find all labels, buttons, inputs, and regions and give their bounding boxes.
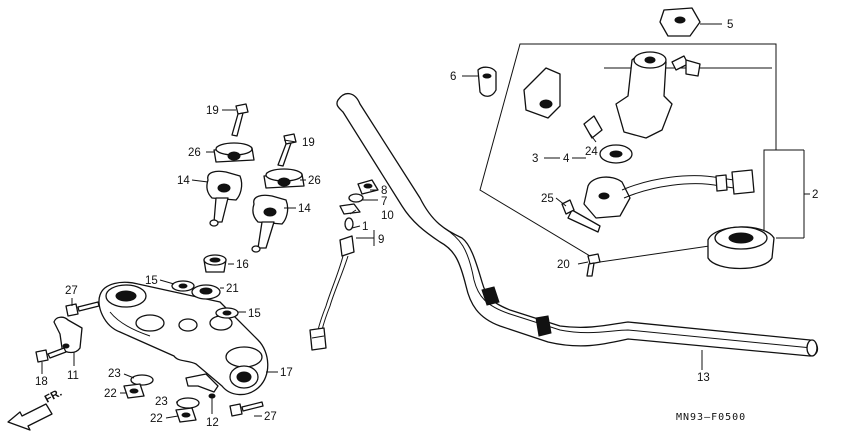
washer-15-left bbox=[171, 280, 195, 292]
bolt-19-right bbox=[277, 133, 297, 167]
cover-bracket bbox=[523, 67, 561, 119]
callout-25: 25 bbox=[541, 193, 554, 205]
callout-18: 20 bbox=[557, 259, 570, 271]
clamp-12 bbox=[185, 373, 219, 399]
handlebar bbox=[336, 93, 819, 357]
callout-22-right: 22 bbox=[150, 413, 163, 425]
callout-21: 21 bbox=[226, 283, 239, 295]
callout-7: 7 bbox=[381, 196, 387, 208]
ignition-collar bbox=[599, 144, 633, 164]
callout-11: 11 bbox=[67, 370, 79, 382]
callout-12: 12 bbox=[206, 417, 219, 429]
switch-8 bbox=[357, 179, 379, 195]
callout-2: 2 bbox=[812, 189, 818, 201]
ignition-key bbox=[671, 55, 701, 77]
holder-upper-left bbox=[213, 142, 255, 163]
top-bridge bbox=[98, 281, 269, 396]
cushion-16 bbox=[203, 254, 227, 273]
holder-lower-left bbox=[206, 170, 243, 227]
collar-23-right bbox=[176, 397, 200, 409]
bracket-11 bbox=[53, 316, 83, 354]
collar-21 bbox=[191, 284, 221, 300]
diagram-code: MN93–F0500 bbox=[676, 412, 746, 423]
clip-24 bbox=[583, 115, 603, 139]
callout-13: 13 bbox=[697, 372, 710, 384]
callout-15-right: 15 bbox=[248, 308, 261, 320]
ignition-body bbox=[615, 51, 673, 139]
callout-10: 10 bbox=[381, 210, 394, 222]
callout-22-left: 22 bbox=[104, 388, 117, 400]
washer-7 bbox=[348, 193, 364, 203]
callout-3: 3 bbox=[532, 153, 538, 165]
wire-9 bbox=[309, 217, 355, 351]
callouts: 5 6 19 19 26 26 14 14 16 15 21 15 17 27 … bbox=[35, 19, 818, 429]
leader-lines bbox=[41, 23, 810, 419]
nut-22-left bbox=[123, 383, 145, 399]
plate-10 bbox=[339, 203, 361, 215]
bolt-27-left bbox=[65, 301, 100, 317]
callout-14-left: 14 bbox=[177, 175, 190, 187]
front-direction-arrow: FR. bbox=[7, 387, 64, 431]
callout-9: 9 bbox=[378, 234, 384, 246]
ignition-cable bbox=[621, 169, 755, 199]
callout-5: 5 bbox=[727, 19, 733, 31]
key-box-5 bbox=[659, 7, 701, 37]
callout-14-right: 14 bbox=[298, 203, 311, 215]
holder-lower-right bbox=[251, 194, 289, 253]
callout-27-right: 27 bbox=[264, 411, 277, 423]
callout-23-right: 23 bbox=[155, 396, 168, 408]
callout-27-left: 27 bbox=[65, 285, 78, 297]
callout-16: 16 bbox=[236, 259, 249, 271]
callout-20: 18 bbox=[35, 376, 48, 388]
callout-23-left: 23 bbox=[108, 368, 121, 380]
screw-18 bbox=[586, 253, 601, 277]
callout-26-left: 26 bbox=[188, 147, 201, 159]
callout-6: 6 bbox=[450, 71, 456, 83]
bolt-20 bbox=[35, 347, 67, 363]
holder-upper-right bbox=[263, 168, 305, 189]
callout-15-left: 15 bbox=[145, 275, 158, 287]
ignition-ring bbox=[707, 226, 775, 270]
direction-label: FR. bbox=[43, 387, 64, 406]
callout-1: 1 bbox=[362, 221, 368, 233]
nut-22-right bbox=[175, 407, 197, 423]
key-cover-6 bbox=[477, 66, 497, 97]
callout-19-right: 19 bbox=[302, 137, 315, 149]
bolt-27-right bbox=[229, 401, 264, 417]
callout-26-right: 26 bbox=[308, 175, 321, 187]
bolt-19-left bbox=[231, 103, 249, 137]
callout-4: 4 bbox=[563, 153, 570, 165]
callout-17: 17 bbox=[280, 367, 293, 379]
callout-8: 8 bbox=[381, 185, 387, 197]
screw-25 bbox=[561, 199, 575, 215]
washer-15-right bbox=[215, 307, 239, 319]
collar-23-left bbox=[130, 374, 154, 386]
contact-base bbox=[567, 176, 631, 233]
callout-24: 24 bbox=[585, 146, 598, 158]
callout-19-left: 19 bbox=[206, 105, 219, 117]
